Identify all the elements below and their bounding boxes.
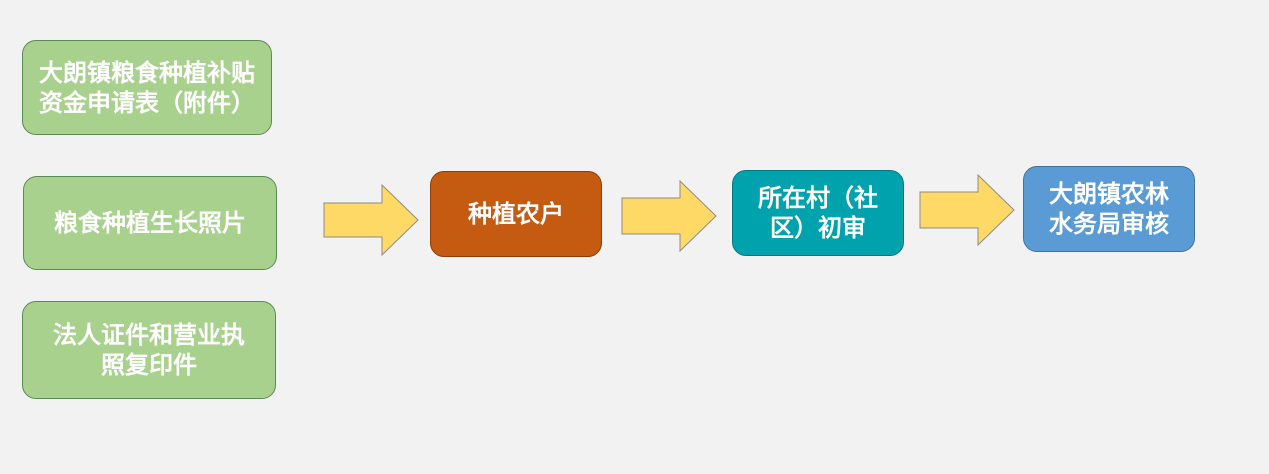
step-label: 所在村（社区）初审: [758, 184, 878, 242]
flow-arrow-2: [621, 180, 717, 252]
document-growth-photos: 粮食种植生长照片: [23, 176, 277, 270]
step-bureau-review: 大朗镇农林水务局审核: [1023, 166, 1195, 252]
document-label: 大朗镇粮食种植补贴资金申请表（附件）: [39, 58, 255, 117]
flow-arrow-3: [919, 174, 1015, 246]
step-village-initial-review: 所在村（社区）初审: [732, 170, 904, 256]
document-label: 法人证件和营业执照复印件: [53, 321, 245, 379]
document-label: 粮食种植生长照片: [54, 209, 246, 237]
document-license-copies: 法人证件和营业执照复印件: [22, 301, 276, 399]
step-label: 种植农户: [468, 200, 564, 228]
step-planting-farmer: 种植农户: [430, 171, 602, 257]
flow-arrow-1: [323, 184, 419, 256]
step-label: 大朗镇农林水务局审核: [1049, 180, 1169, 238]
document-application-form: 大朗镇粮食种植补贴资金申请表（附件）: [22, 40, 272, 135]
